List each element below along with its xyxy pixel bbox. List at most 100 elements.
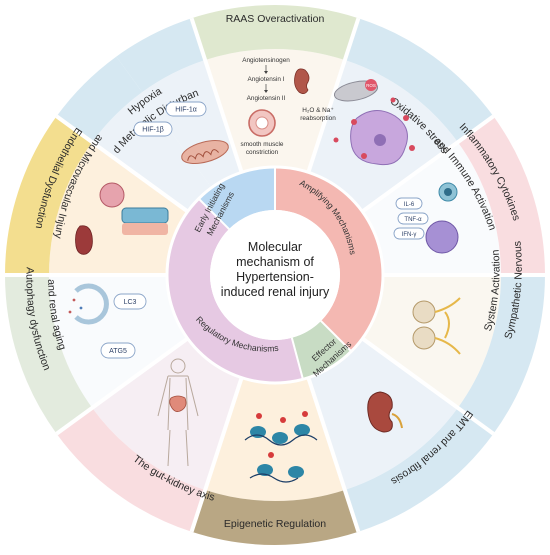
sector-dividers bbox=[5, 17, 545, 533]
inflammatory-panel: IL-6 TNF-α IFN-γ bbox=[393, 182, 459, 254]
mitochondrion-icon bbox=[181, 140, 229, 164]
il6-text: IL-6 bbox=[404, 202, 415, 208]
sector-divider bbox=[306, 17, 361, 173]
smooth-muscle-text: smooth muscle bbox=[241, 141, 284, 148]
oxidative-stress-panel: ROS bbox=[333, 79, 415, 166]
center-title-line-3: Hypertension- bbox=[236, 270, 314, 284]
damaged-vessel-icon bbox=[75, 225, 93, 255]
gut-band bbox=[56, 407, 206, 532]
endothelial-band bbox=[5, 116, 93, 275]
spinal-cord-top-icon bbox=[412, 300, 436, 324]
amplifying-mechanisms-sector bbox=[275, 167, 384, 352]
epigenetic-band bbox=[191, 489, 359, 546]
ros-burst-icon bbox=[365, 79, 377, 91]
macrophage-icon bbox=[425, 220, 459, 254]
hypoxia-left-band bbox=[56, 56, 143, 143]
ros-text: ROS bbox=[366, 83, 376, 88]
dna-strand-icon bbox=[244, 434, 318, 483]
hypoxia-band bbox=[116, 18, 206, 93]
lc3-pill bbox=[113, 293, 147, 310]
gut-kidney-panel bbox=[157, 358, 199, 467]
center-title-line-1: Molecular bbox=[248, 240, 302, 254]
ifng-text: IFN-γ bbox=[402, 232, 417, 238]
ifng-pill bbox=[393, 227, 425, 240]
angiotensin-1-text: Angiotensin I bbox=[248, 76, 285, 83]
inner-divider bbox=[290, 337, 304, 380]
nucleosome-icons bbox=[250, 424, 310, 478]
autophagosome-icon bbox=[74, 283, 109, 325]
autophagy-sector bbox=[48, 275, 188, 408]
oxidative-band bbox=[344, 18, 494, 143]
sector-divider bbox=[306, 377, 361, 533]
human-head-icon bbox=[170, 358, 186, 374]
constriction-text: constriction bbox=[246, 149, 279, 156]
hypoxia-panel: HIF-1α HIF-1β bbox=[133, 101, 229, 164]
nerve-fibers-icon bbox=[434, 297, 461, 355]
tnfa-text: TNF-α bbox=[404, 217, 422, 223]
angiotensin-2-text: Angiotensin II bbox=[247, 95, 286, 102]
lc3-text: LC3 bbox=[124, 299, 137, 306]
inner-divider bbox=[320, 320, 353, 353]
hif1b-pill bbox=[133, 121, 173, 137]
inner-ring-border bbox=[165, 165, 385, 385]
vessel-wall-icon bbox=[122, 223, 168, 235]
endothelium-layer-icon bbox=[121, 207, 169, 224]
raas-panel: Angiotensinogen Angiotensin I Angiotensi… bbox=[241, 57, 337, 156]
atg5-pill bbox=[100, 342, 136, 359]
arrow-2-head-icon bbox=[264, 90, 268, 93]
human-body-icon bbox=[157, 375, 199, 467]
spinal-cord-bottom-icon bbox=[412, 326, 436, 350]
il6-pill bbox=[395, 197, 423, 210]
raas-sector bbox=[205, 48, 345, 173]
emt-band bbox=[344, 407, 494, 532]
center-title-line-2: mechanism of bbox=[236, 255, 314, 269]
inflammatory-sector bbox=[362, 142, 501, 275]
angiotensinogen-text: Angiotensinogen bbox=[242, 57, 290, 64]
early-mechanisms-sector bbox=[198, 167, 275, 230]
center-disc bbox=[210, 210, 340, 340]
sympathetic-band bbox=[457, 275, 545, 434]
gut-sector bbox=[92, 338, 242, 490]
tnfa-pill bbox=[397, 212, 429, 225]
ros-particles-icon bbox=[333, 97, 415, 159]
sector-divider bbox=[361, 336, 495, 436]
reabsorption-bottom-text: reabsorption bbox=[300, 115, 336, 122]
inner-ring bbox=[166, 167, 384, 384]
ureter-icon bbox=[391, 413, 403, 429]
epigenetic-panel bbox=[244, 411, 318, 483]
regulatory-mechanisms-sector bbox=[166, 198, 303, 384]
hif1b-text: HIF-1β bbox=[142, 127, 164, 134]
glomerulus-icon bbox=[99, 182, 125, 208]
arrow-1-head-icon bbox=[264, 71, 268, 74]
sector-divider bbox=[361, 114, 495, 214]
fibrotic-kidney-icon bbox=[367, 391, 393, 433]
endothelial-panel bbox=[75, 182, 169, 255]
intestine-icon bbox=[169, 395, 187, 412]
hif1a-text: HIF-1α bbox=[175, 107, 197, 114]
center-title-line-4: induced renal injury bbox=[221, 285, 330, 299]
autophagy-band bbox=[5, 275, 93, 434]
autophagy-panel: LC3 ATG5 bbox=[68, 283, 147, 359]
hypoxia-left-sector bbox=[92, 92, 212, 212]
hif1a-pill bbox=[165, 101, 207, 117]
outer-label-bands bbox=[5, 4, 545, 546]
sector-divider bbox=[189, 377, 244, 533]
reabsorption-top-text: H₂O & Na⁺ bbox=[302, 107, 333, 114]
inner-divider bbox=[197, 197, 230, 230]
sector-divider bbox=[55, 114, 189, 214]
sector-divider bbox=[189, 17, 244, 173]
epigenetic-label: Epigenetic Regulation bbox=[224, 518, 326, 530]
methyl-group-icons bbox=[256, 411, 308, 458]
kidney-icon bbox=[294, 68, 310, 94]
raas-label: RAAS Overactivation bbox=[226, 13, 325, 25]
sector-divider bbox=[55, 336, 189, 436]
sympathetic-panel bbox=[412, 297, 461, 355]
emt-panel bbox=[367, 391, 403, 433]
inflammatory-band bbox=[457, 116, 545, 275]
effector-mechanisms-sector bbox=[291, 320, 352, 380]
center-title: Molecular mechanism of Hypertension- ind… bbox=[221, 240, 330, 299]
raas-band bbox=[191, 4, 359, 61]
atg5-text: ATG5 bbox=[109, 348, 127, 355]
